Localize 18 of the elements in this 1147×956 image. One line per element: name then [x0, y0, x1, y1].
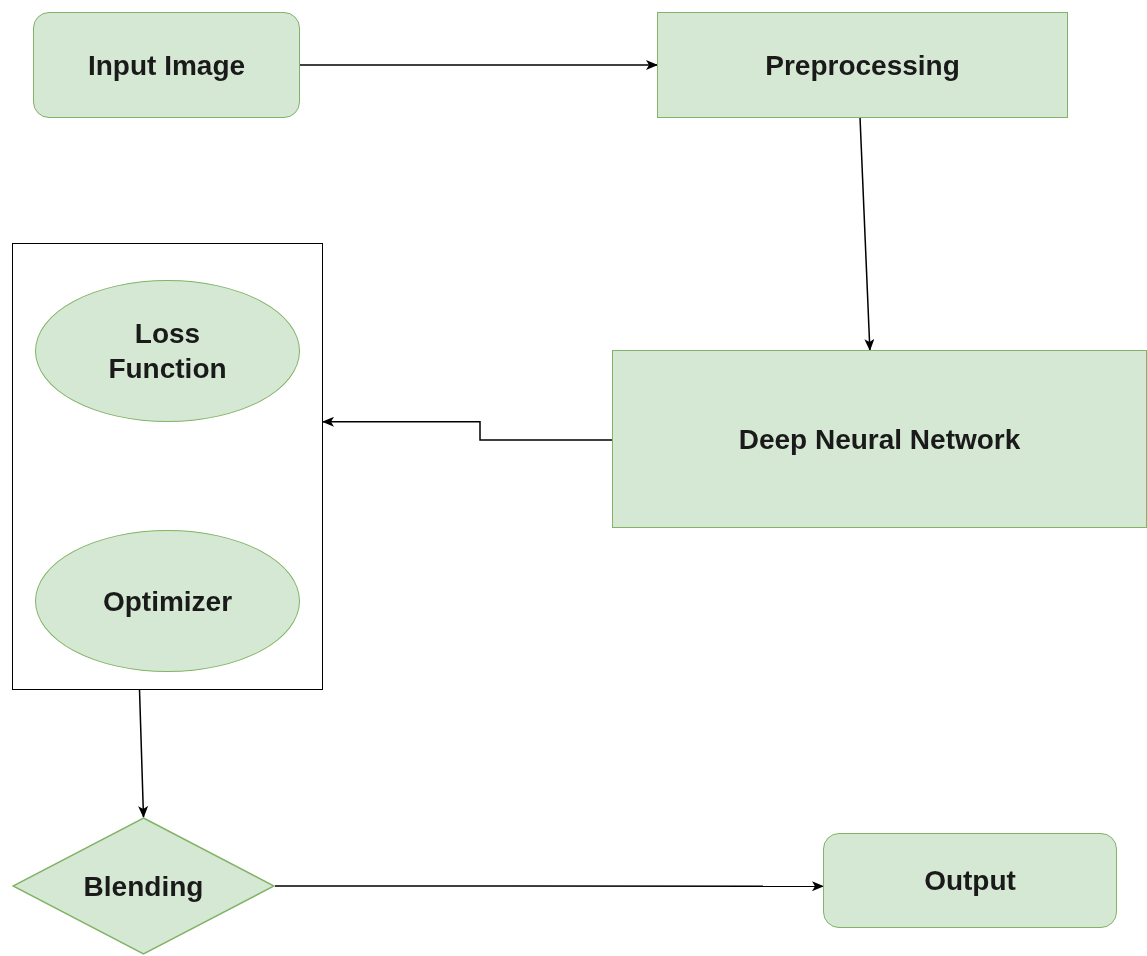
node-label: Preprocessing — [764, 48, 961, 83]
arrow — [299, 60, 658, 70]
process-box — [612, 350, 1147, 528]
rounded-box — [823, 833, 1117, 928]
decision-diamond — [12, 817, 275, 955]
node-label: Deep Neural Network — [737, 422, 1022, 457]
node-label: Blending — [82, 869, 205, 904]
node-label: Loss Function — [107, 317, 228, 386]
node-label: Input Image — [86, 48, 247, 83]
group-frame — [12, 243, 323, 690]
node-label: Optimizer — [101, 584, 234, 619]
arrow — [274, 881, 824, 892]
arrow — [322, 416, 613, 441]
node-label: Output — [923, 864, 1017, 898]
arrow — [859, 117, 875, 351]
arrow — [138, 689, 149, 818]
process-box — [657, 12, 1068, 118]
rounded-box — [33, 12, 300, 118]
